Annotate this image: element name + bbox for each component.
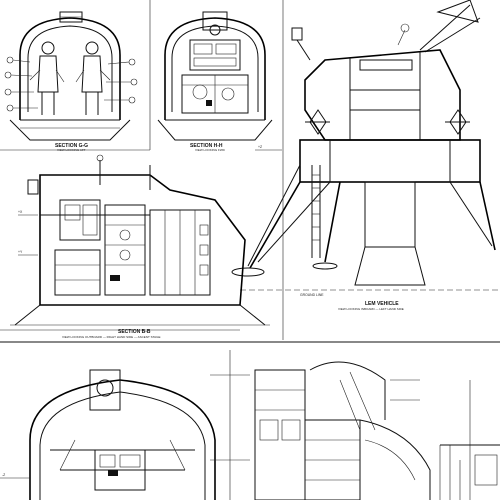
dimension-plus-x: +X	[18, 210, 23, 214]
section-h-title: SECTION H-H	[190, 143, 223, 149]
lem-vehicle-title: LEM VEHICLE	[365, 301, 399, 307]
section-g-title: SECTION G-G	[55, 143, 88, 149]
bottom-right-section	[210, 361, 500, 500]
section-b-title: SECTION B-B	[118, 329, 151, 335]
lem-vehicle-view: GROUND LINE +Z LEM VEHICLE VIEW LOOKING …	[231, 0, 500, 311]
crew-figure-right	[75, 41, 111, 115]
rcs-thruster-right	[445, 109, 470, 135]
section-b-view: +X +Y SECTION B-B VIEW LOOKING OUTBOARD …	[0, 154, 270, 339]
lem-vehicle-subtitle: VIEW LOOKING INBOARD — LEFT HAND SIDE	[338, 307, 404, 311]
bottom-left-section: -Z	[0, 369, 216, 500]
ground-line-label: GROUND LINE	[300, 293, 324, 297]
section-g-subtitle: VIEW LOOKING AFT	[57, 148, 86, 152]
section-g-view: SECTION G-G VIEW LOOKING AFT	[4, 11, 138, 152]
rcs-thruster-left	[305, 109, 330, 135]
dimension-plus-y: +Y	[18, 250, 23, 254]
dimension-z-plus: +Z	[258, 145, 262, 149]
ladder	[311, 165, 321, 258]
section-h-view: SECTION H-H VIEW LOOKING FWD	[157, 11, 273, 152]
dimension-minus-z: -Z	[2, 473, 5, 477]
callout-markers	[4, 56, 138, 112]
section-b-subtitle: VIEW LOOKING OUTBOARD — RIGHT HAND SIDE …	[62, 335, 161, 339]
section-h-subtitle: VIEW LOOKING FWD	[195, 148, 226, 152]
landing-gear	[231, 164, 496, 277]
crew-figure-left	[29, 41, 65, 115]
